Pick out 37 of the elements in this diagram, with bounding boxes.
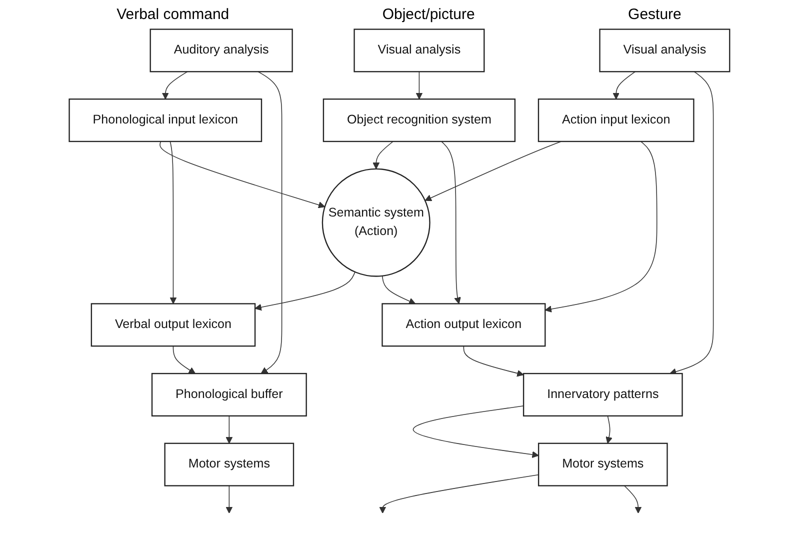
node-box: Motor systems (164, 442, 294, 486)
node-box: Verbal output lexicon (90, 303, 256, 347)
node-box: Innervatory patterns (522, 372, 682, 416)
arrow (424, 141, 562, 202)
arrow (605, 416, 612, 444)
arrow (669, 71, 714, 375)
arrow (378, 474, 538, 514)
node-box: Action input lexicon (537, 98, 694, 142)
arrow (254, 272, 355, 311)
node-box: Visual analysis (598, 28, 730, 72)
arrow (159, 141, 325, 208)
arrow (372, 141, 393, 170)
column-heading: Gesture (628, 6, 682, 23)
column-heading: Object/picture (382, 6, 475, 23)
arrow (412, 406, 538, 458)
arrow (462, 346, 524, 377)
arrow (544, 141, 657, 312)
column-heading: Verbal command (116, 6, 230, 23)
node-box: Motor systems (538, 442, 668, 486)
arrow (257, 71, 282, 374)
node-box: Action output lexicon (381, 303, 546, 347)
node-circle: Semantic system (Action) (321, 168, 430, 277)
arrow (172, 346, 196, 374)
node-box: Object recognition system (322, 98, 516, 142)
arrow (612, 71, 636, 100)
arrow (440, 141, 460, 304)
node-box: Phonological buffer (150, 372, 306, 416)
node-box: Phonological input lexicon (68, 98, 262, 142)
arrow (161, 71, 188, 100)
arrow (225, 416, 232, 444)
arrow (169, 141, 176, 304)
arrow (623, 485, 642, 514)
node-box: Auditory analysis (149, 28, 292, 72)
arrow (381, 276, 416, 304)
node-box: Visual analysis (353, 28, 484, 72)
arrow (225, 485, 232, 514)
arrow (415, 71, 422, 100)
